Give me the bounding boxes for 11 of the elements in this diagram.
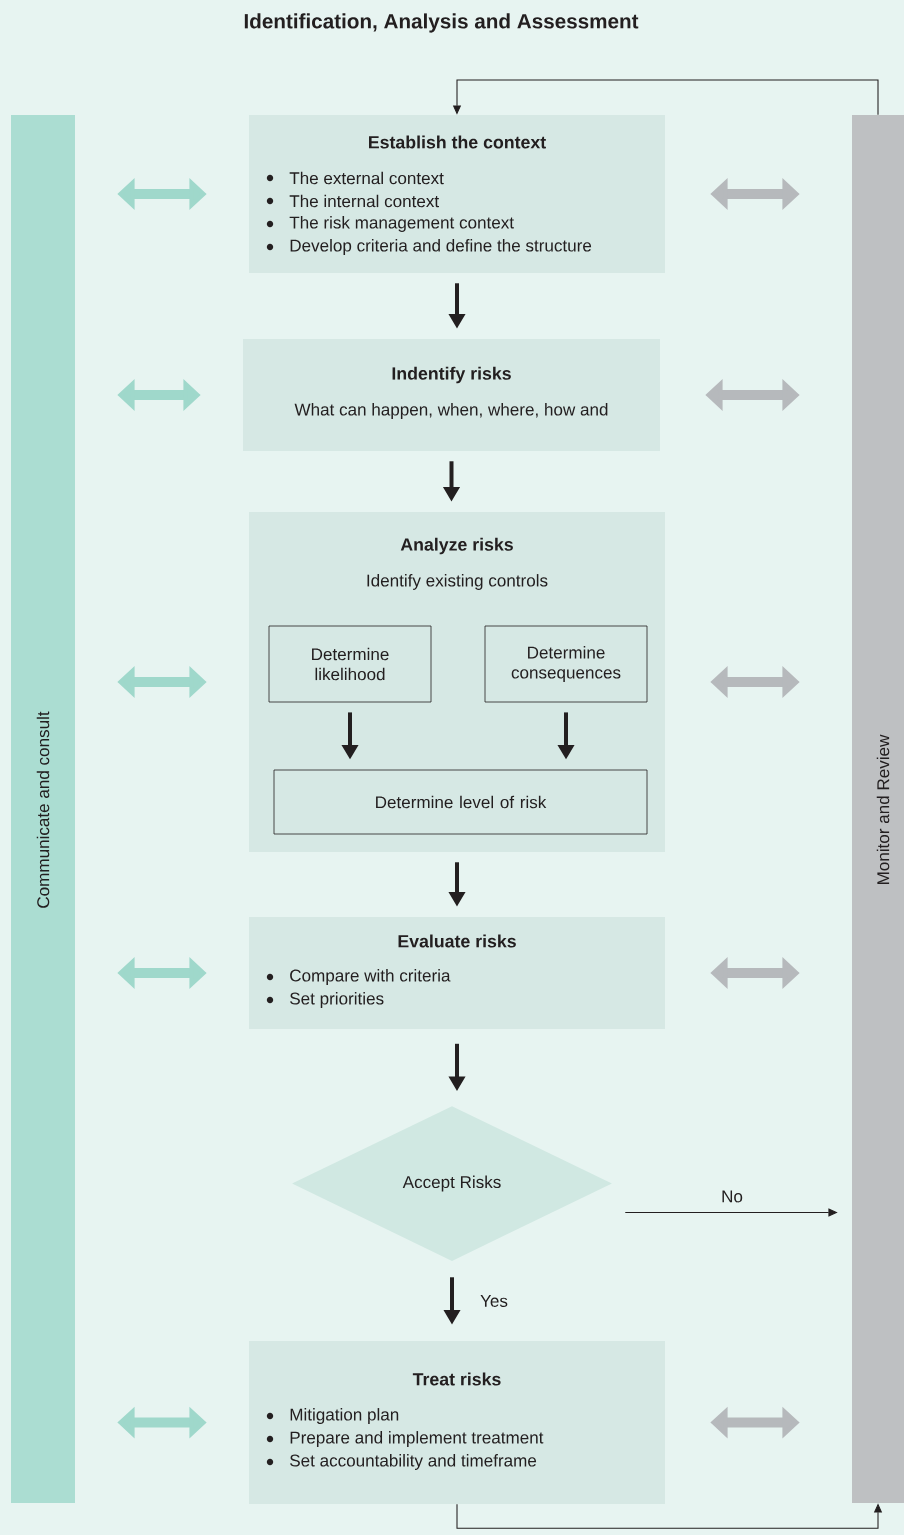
process-box: Treat risks Mitigation plan Prepare and implement treatment Set accountability and timeframe [249,1341,665,1504]
title: Identification, Analysis and Assessment [244,13,639,33]
process-box: Determine likelihood [268,625,432,703]
process-box: Indentify risks What can happen, when, where, how and [243,339,660,451]
side-bar: Communicate and consult [11,115,75,1503]
process-box: Establish the context The external context The internal context The risk management context Develop criteria and define the structure [249,115,665,273]
process-box: Evaluate risks Compare with criteria Set priorities [249,917,665,1029]
side-bar: Monitor and Review [852,115,904,1503]
process-box: Determine level of risk [273,769,648,835]
process-box: Determine consequences [484,625,648,703]
edge-label: No [719,1189,745,1204]
